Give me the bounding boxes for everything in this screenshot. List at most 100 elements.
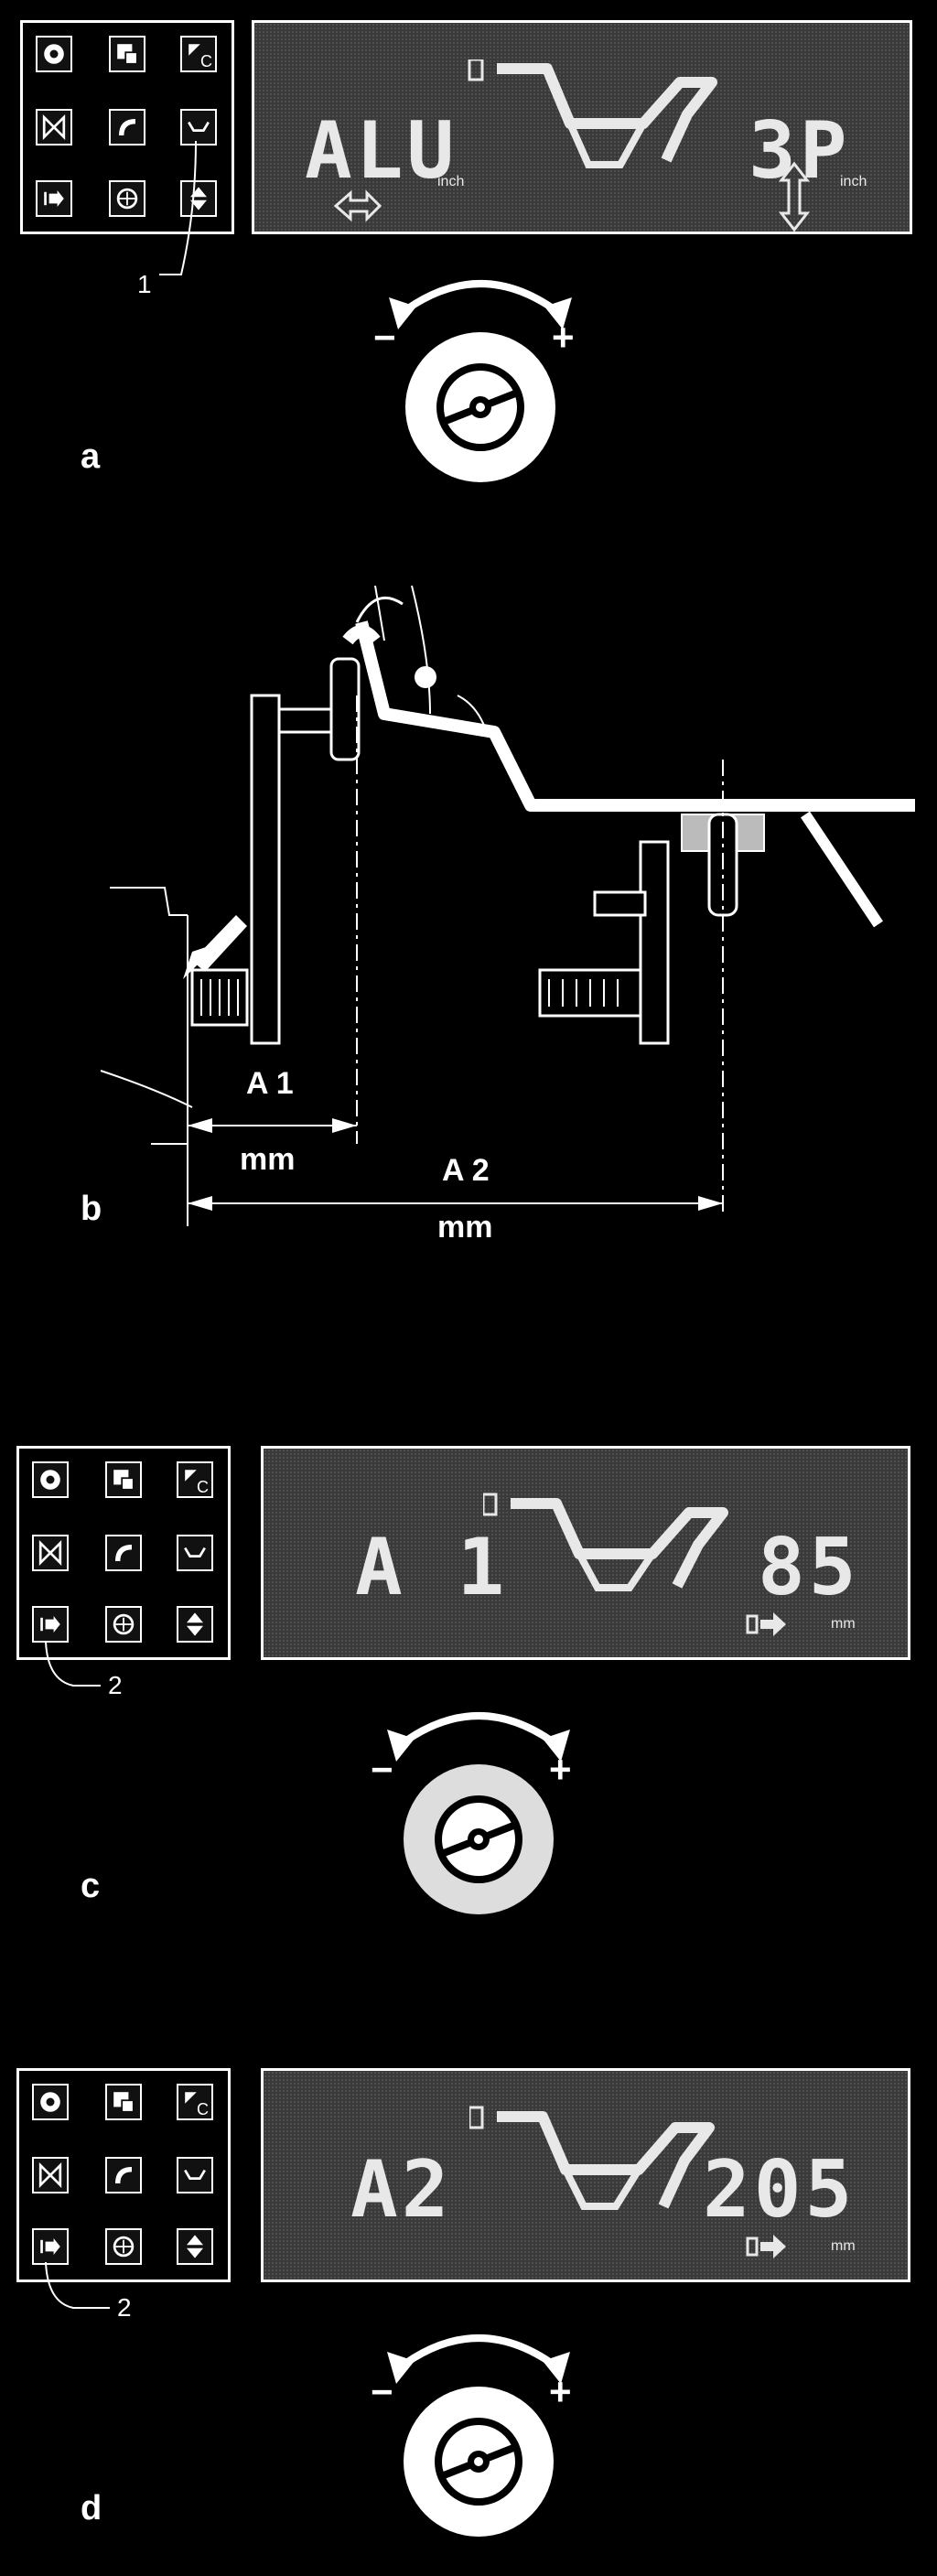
mode-key[interactable] [32, 2157, 69, 2193]
square-key[interactable] [109, 36, 145, 72]
distance-key[interactable] [36, 180, 72, 217]
balance-weight-icon [113, 2236, 135, 2258]
wheel-plus-label: + [552, 316, 575, 359]
panel-a: C 1 ALU inch 3P inch [0, 0, 937, 512]
rotate-wheel-icon [387, 2334, 570, 2537]
arc-key[interactable] [109, 109, 145, 146]
display-screen: A2 205 mm [261, 2068, 910, 2282]
rotate-wheel-icon [387, 1712, 570, 1914]
wheel-plus-label: + [549, 2370, 572, 2413]
calibrate-icon [185, 2092, 197, 2104]
rim-key[interactable] [180, 109, 217, 146]
rim-profile-graphic [469, 2106, 715, 2210]
arc-icon [115, 1545, 132, 1561]
weight-key[interactable] [109, 180, 145, 217]
a2-unit: mm [437, 1210, 493, 1245]
disc-icon [40, 2092, 60, 2112]
rim-key[interactable] [177, 1535, 213, 1571]
up-down-arrow-icon [187, 1612, 203, 1636]
mode-key[interactable] [32, 1535, 69, 1571]
key-c-letter: C [200, 52, 212, 70]
panel-b: A 1 mm A 2 mm b [0, 512, 937, 1336]
keypad: C [16, 2068, 231, 2282]
rim-profile-icon [184, 2169, 206, 2180]
panel-letter-d: d [81, 2489, 102, 2527]
wheel-minus-label: − [371, 1748, 393, 1791]
calibrate-key[interactable]: C [177, 1461, 213, 1498]
squares-icon [113, 1470, 135, 1491]
display-right-value: 205 [703, 2144, 856, 2236]
hourglass-icon [38, 1539, 62, 1567]
display-right-unit: mm [831, 1616, 856, 1632]
a1-label: A 1 [242, 1066, 297, 1102]
arc-key[interactable] [105, 2157, 142, 2193]
disc-icon [40, 1470, 60, 1490]
wheel-minus-label: − [373, 316, 396, 359]
rim-profile-graphic [468, 59, 717, 168]
mode-key[interactable] [36, 109, 72, 146]
updown-key[interactable] [180, 180, 217, 217]
balance-weight-icon [113, 1613, 135, 1635]
rim-key[interactable] [177, 2157, 213, 2193]
rim-distance-diagram [100, 585, 915, 1226]
arrow-right-icon [44, 190, 64, 207]
calibrate-icon [185, 1470, 197, 1482]
updown-key[interactable] [177, 1606, 213, 1643]
display-left-value: ALU [305, 105, 458, 197]
arrow-right-icon [40, 1616, 60, 1633]
panel-c: C 2 A 1 85 mm [0, 1428, 937, 1977]
wheel-key[interactable] [36, 36, 72, 72]
balance-weight-icon [116, 188, 138, 210]
calibrate-icon [188, 44, 200, 56]
display-screen: ALU inch 3P inch [252, 20, 912, 234]
left-right-arrow-icon [333, 189, 382, 222]
display-right-value: 3P [749, 105, 851, 197]
disc-icon [44, 44, 64, 64]
panel-letter-b: b [81, 1190, 102, 1228]
rim-profile-icon [188, 121, 210, 132]
key-c-letter: C [197, 1478, 209, 1496]
up-down-arrow-icon [778, 161, 811, 232]
arc-icon [119, 119, 135, 135]
callout-2: 2 [108, 1671, 123, 1699]
updown-key[interactable] [177, 2228, 213, 2265]
arc-key[interactable] [105, 1535, 142, 1571]
a2-label: A 2 [435, 1153, 497, 1189]
hourglass-icon [42, 113, 66, 141]
keypad: C [16, 1446, 231, 1660]
a1-unit: mm [240, 1142, 296, 1177]
display-right-unit: inch [840, 174, 867, 189]
rotate-wheel-icon [389, 280, 572, 482]
display-screen: A 1 85 mm [261, 1446, 910, 1660]
panel-letter-c: c [81, 1867, 101, 1905]
rim-profile-graphic [483, 1493, 728, 1591]
distance-key[interactable] [32, 1606, 69, 1643]
callout-2-leader [45, 2261, 110, 2309]
wheel-minus-label: − [371, 2370, 393, 2413]
keypad: C [20, 20, 234, 234]
rim-profile-icon [184, 1547, 206, 1557]
arc-icon [115, 2167, 132, 2183]
display-left-value: A2 [350, 2144, 453, 2236]
square-key[interactable] [105, 2084, 142, 2120]
wheel-key[interactable] [32, 2084, 69, 2120]
callout-2-leader [45, 1641, 101, 1687]
wheel-key[interactable] [32, 1461, 69, 1498]
distance-arrow-icon [746, 1612, 786, 1636]
squares-icon [117, 44, 138, 65]
weight-key[interactable] [105, 2228, 142, 2265]
display-right-unit: mm [831, 2238, 856, 2254]
panel-d: C 2 A2 205 mm [0, 2050, 937, 2576]
distance-arrow-icon [746, 2235, 786, 2258]
squares-icon [113, 2092, 135, 2113]
calibrate-key[interactable]: C [177, 2084, 213, 2120]
up-down-arrow-icon [187, 2235, 203, 2258]
distance-key[interactable] [32, 2228, 69, 2265]
callout-1: 1 [137, 270, 152, 298]
weight-key[interactable] [105, 1606, 142, 1643]
square-key[interactable] [105, 1461, 142, 1498]
calibrate-key[interactable]: C [180, 36, 217, 72]
display-left-unit: inch [437, 174, 465, 189]
panel-letter-a: a [81, 437, 101, 476]
key-c-letter: C [197, 2100, 209, 2118]
